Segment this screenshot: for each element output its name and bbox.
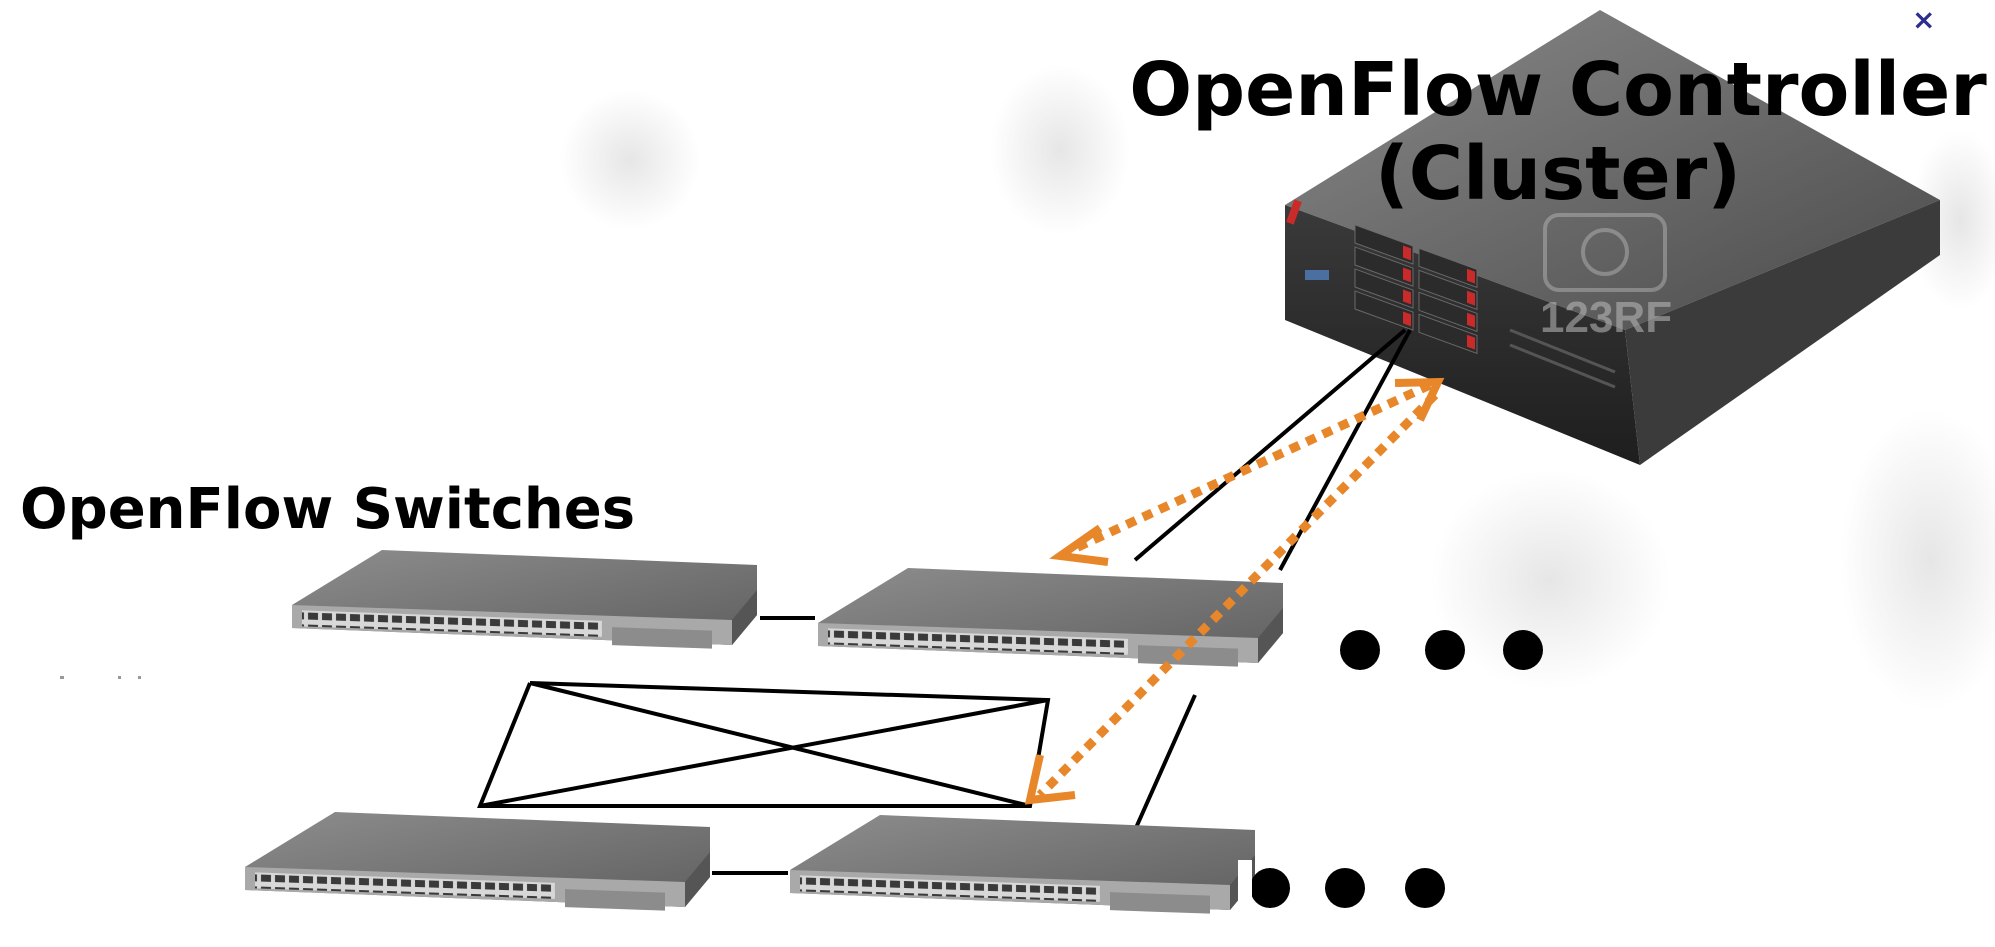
control-arrow-line <box>1063 380 1432 558</box>
controller-title: OpenFlow Controller (Cluster) <box>1118 48 1995 216</box>
switch-top-right <box>818 568 1283 667</box>
arrow-head <box>1394 377 1445 422</box>
switch-top-left <box>292 550 757 649</box>
stray-marks <box>60 676 141 679</box>
watermark: 123RF <box>1540 293 1672 342</box>
link-controller-switch <box>1133 694 1197 831</box>
links <box>477 328 1412 875</box>
ellipsis-dot <box>1405 868 1445 908</box>
control-channel-arrows <box>1024 377 1445 805</box>
switch-bottom-right <box>790 815 1255 914</box>
occluder <box>1238 860 1252 915</box>
ellipsis-dot <box>1340 630 1380 670</box>
close-icon[interactable]: × <box>1912 3 1936 36</box>
ellipsis-dot <box>1425 630 1465 670</box>
background-blobs <box>560 65 1995 710</box>
ellipsis-dot <box>1250 868 1290 908</box>
arrow-head <box>1024 754 1076 805</box>
server-icon: 123RF <box>1285 10 1940 465</box>
link-switch-switch <box>479 698 1049 808</box>
ellipsis-dot <box>1503 630 1543 670</box>
switch-bottom-left <box>245 812 710 911</box>
link-switch-switch <box>529 681 1031 808</box>
controller-title-line1: OpenFlow Controller <box>1129 47 1987 133</box>
switches-title: OpenFlow Switches <box>20 477 636 542</box>
ellipsis-dot <box>1325 868 1365 908</box>
link-controller-switch <box>1133 328 1407 562</box>
control-arrow-line <box>1036 391 1439 799</box>
arrow-head <box>1049 524 1109 566</box>
more-switches-indicator <box>1250 630 1543 908</box>
controller-title-line2: (Cluster) <box>1374 131 1742 217</box>
